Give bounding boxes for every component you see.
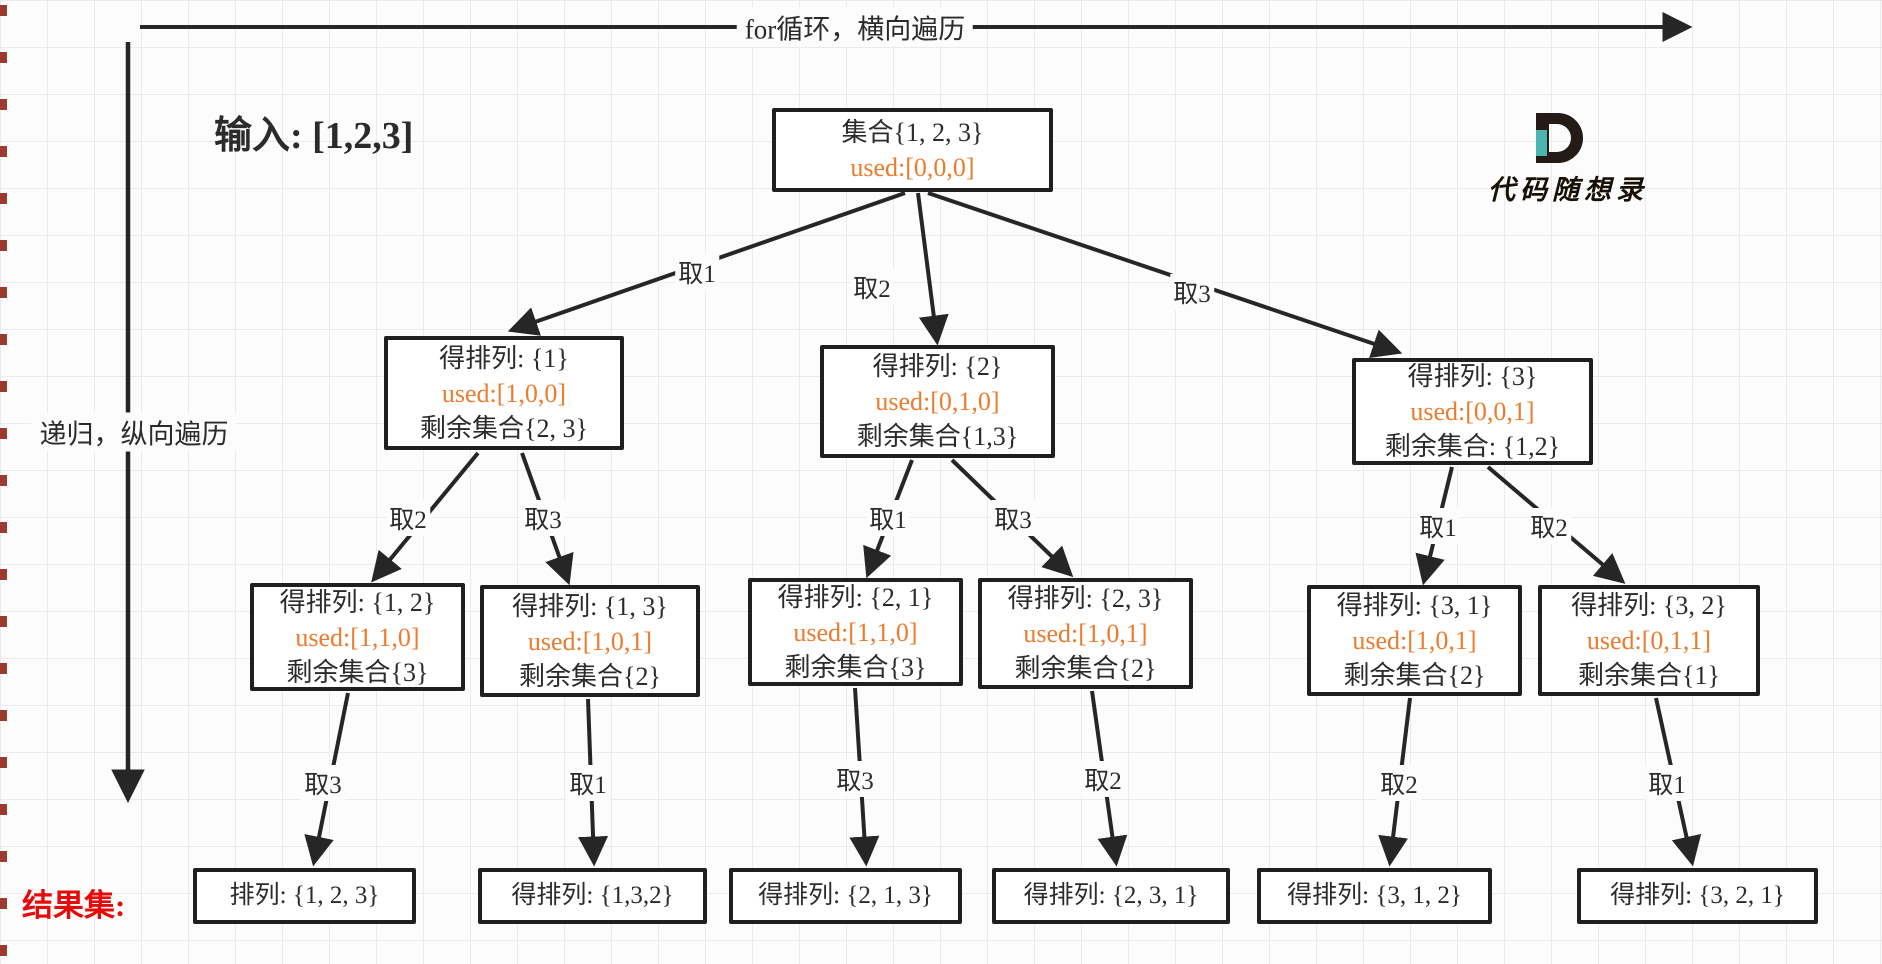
node-perm: 得排列: {3, 1} <box>1336 591 1493 620</box>
tree-node-l2-3: 得排列: {3} used:[0,0,1] 剩余集合: {1,2} <box>1352 358 1593 465</box>
result-text: 得排列: {2, 3, 1} <box>1023 882 1199 909</box>
edge-label: 取2 <box>1081 761 1125 797</box>
node-perm: 得排列: {2} <box>872 352 1003 381</box>
result-text: 得排列: {2, 1, 3} <box>758 882 933 909</box>
node-used: used:[1,1,0] <box>295 622 420 652</box>
for-loop-label: for循环，横向遍历 <box>736 7 974 47</box>
result-node-2: 得排列: {1,3,2} <box>478 868 707 924</box>
node-rest: 剩余集合{2, 3} <box>420 413 588 443</box>
result-node-6: 得排列: {3, 2, 1} <box>1577 868 1818 924</box>
tree-node-l2-2: 得排列: {2} used:[0,1,0] 剩余集合{1,3} <box>820 345 1055 458</box>
tree-node-root: 集合{1, 2, 3} used:[0,0,0] <box>772 108 1053 192</box>
result-node-4: 得排列: {2, 3, 1} <box>992 868 1230 924</box>
node-title: 集合{1, 2, 3} <box>841 118 984 147</box>
edge-label: 取1 <box>1416 508 1460 544</box>
tree-node-l3-6: 得排列: {3, 2} used:[0,1,1] 剩余集合{1} <box>1538 585 1760 696</box>
node-perm: 得排列: {1, 2} <box>279 587 436 617</box>
edge-label: 取3 <box>1170 274 1214 310</box>
result-text: 得排列: {3, 2, 1} <box>1610 882 1785 909</box>
edge-line <box>927 191 1403 359</box>
node-rest: 剩余集合{3} <box>784 652 927 682</box>
node-perm: 得排列: {3, 2} <box>1571 591 1727 620</box>
result-node-5: 得排列: {3, 1, 2} <box>1257 868 1492 924</box>
result-node-1: 排列: {1, 2, 3} <box>193 868 416 924</box>
node-used: used:[0,0,0] <box>850 153 975 182</box>
node-used: used:[0,1,0] <box>875 387 1000 416</box>
node-used: used:[0,0,1] <box>1410 397 1535 426</box>
node-used: used:[1,0,1] <box>527 626 653 656</box>
node-used: used:[1,1,0] <box>793 617 918 647</box>
edge-label: 取3 <box>833 761 877 797</box>
tree-node-l2-1: 得排列: {1} used:[1,0,0] 剩余集合{2, 3} <box>384 336 624 450</box>
node-rest: 剩余集合{1} <box>1578 661 1720 690</box>
edge-line <box>916 192 949 346</box>
input-label: 输入: [1,2,3] <box>214 115 414 157</box>
edge-label: 取1 <box>566 765 610 801</box>
result-set-label: 结果集: <box>22 888 126 923</box>
node-used: used:[1,0,0] <box>441 378 567 408</box>
tree-node-l3-1: 得排列: {1, 2} used:[1,1,0] 剩余集合{3} <box>250 583 465 691</box>
node-rest: 剩余集合{2} <box>519 661 661 691</box>
node-perm: 得排列: {1, 3} <box>512 591 668 621</box>
tree-node-l3-3: 得排列: {2, 1} used:[1,1,0] 剩余集合{3} <box>748 578 963 686</box>
edge-label: 取1 <box>675 254 719 290</box>
edge-label: 取2 <box>1377 765 1421 801</box>
node-perm: 得排列: {2, 1} <box>777 582 934 612</box>
logo: 代码随想录 <box>1478 112 1658 207</box>
edge-label: 取2 <box>850 269 894 305</box>
node-rest: 剩余集合{2} <box>1343 661 1486 690</box>
node-used: used:[1,0,1] <box>1023 619 1148 648</box>
logo-text: 代码随想录 <box>1488 175 1648 205</box>
result-node-3: 得排列: {2, 1, 3} <box>729 868 962 924</box>
edge-label: 取2 <box>1527 508 1571 544</box>
node-perm: 得排列: {2, 3} <box>1007 584 1164 613</box>
tree-node-l3-2: 得排列: {1, 3} used:[1,0,1] 剩余集合{2} <box>480 585 700 697</box>
tree-node-l3-4: 得排列: {2, 3} used:[1,0,1] 剩余集合{2} <box>978 578 1193 689</box>
node-rest: 剩余集合{3} <box>286 657 429 687</box>
node-perm: 得排列: {1} <box>439 343 569 373</box>
notebook-edge-marks <box>0 0 7 964</box>
edge-label: 取1 <box>866 500 910 536</box>
recursion-label: 递归，纵向遍历 <box>31 412 237 452</box>
edge-label: 取2 <box>386 500 430 536</box>
node-rest: 剩余集合: {1,2} <box>1384 432 1561 461</box>
node-rest: 剩余集合{1,3} <box>856 422 1019 451</box>
node-perm: 得排列: {3} <box>1407 362 1538 391</box>
edge-label: 取3 <box>991 500 1035 536</box>
result-text: 得排列: {1,3,2} <box>511 882 674 909</box>
node-used: used:[0,1,1] <box>1586 626 1712 655</box>
logo-d-icon <box>1536 112 1588 164</box>
result-text: 排列: {1, 2, 3} <box>229 882 380 909</box>
node-used: used:[1,0,1] <box>1352 626 1477 655</box>
result-text: 得排列: {3, 1, 2} <box>1287 882 1462 909</box>
edge-label: 取3 <box>521 500 565 536</box>
edge-label: 取1 <box>1645 765 1689 801</box>
tree-node-l3-5: 得排列: {3, 1} used:[1,0,1] 剩余集合{2} <box>1307 585 1522 696</box>
node-rest: 剩余集合{2} <box>1014 654 1157 683</box>
edge-label: 取3 <box>301 765 345 801</box>
